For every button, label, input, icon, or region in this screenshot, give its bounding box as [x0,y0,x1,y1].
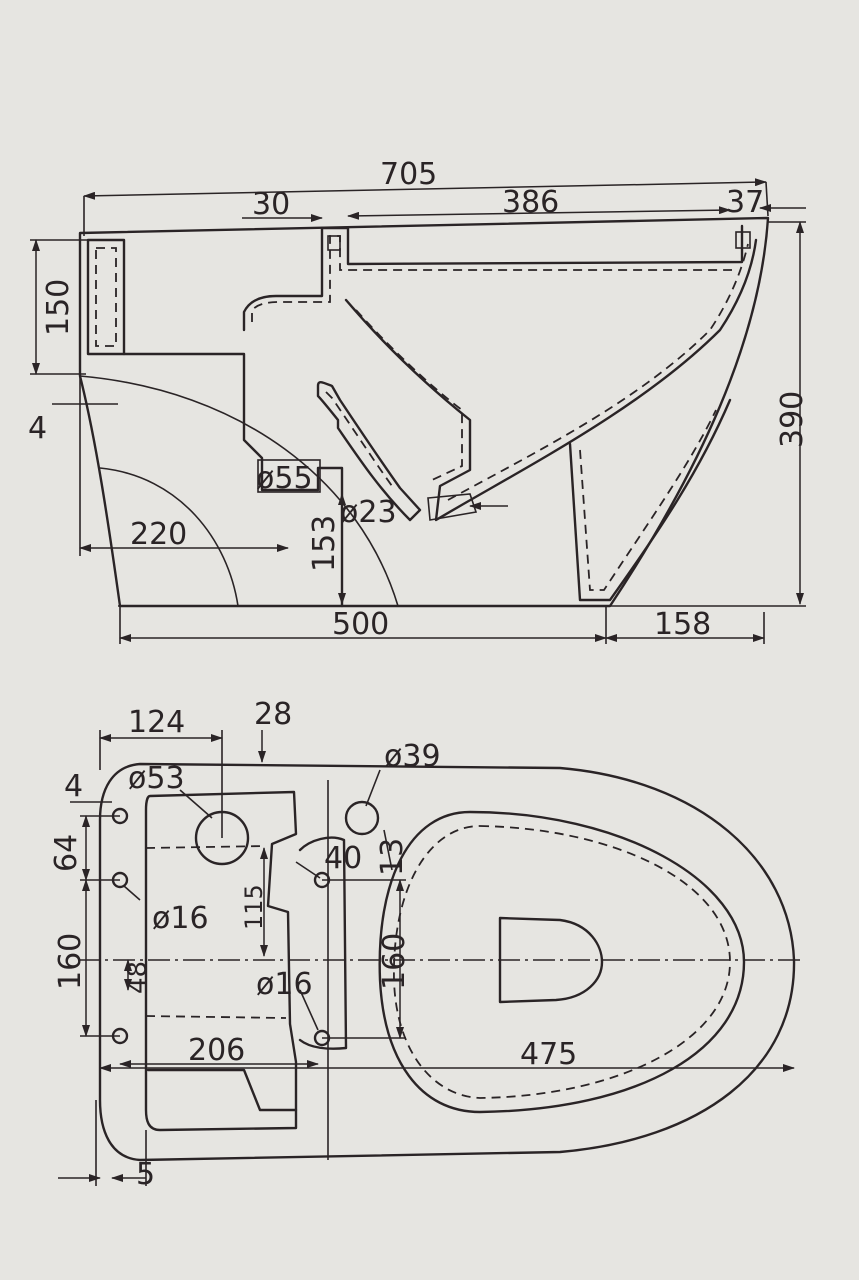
floor-arc-large [79,375,399,607]
front-support [568,398,732,602]
side-view-body-outline [78,216,770,608]
dim-outlet-height: 153 [307,515,342,572]
dim-height: 390 [775,391,810,448]
water-inlet-hole [344,800,380,836]
dim-inner-depth: 115 [240,884,268,930]
dim-hole-spacing-front: 160 [377,933,412,990]
dim-base-length: 500 [332,607,389,642]
dim-inlet-diameter: ø23 [340,495,397,530]
floor-arc-small [99,467,239,607]
drain-opening [498,916,604,1004]
dim-offset-40: 40 [324,841,362,876]
dim-gap: 4 [28,411,47,446]
dim-top-offset: 30 [252,187,290,222]
bowl-rim-dashed [393,825,731,1099]
dim-rim-offset: 37 [726,185,764,220]
bowl-curve [344,238,758,522]
dim-water-inlet-diameter: ø39 [384,739,441,774]
dim-wall-offset: 28 [254,697,292,732]
dim-center-offset: 48 [123,961,153,994]
tank-cavity [86,238,126,356]
bowl-outline [378,810,746,1114]
trapway-inner [242,224,744,332]
dim-bowl-top: 386 [502,185,559,220]
top-view: 124 28 ø39 4 ø53 64 ø16 115 40 13 160 48… [49,697,800,1192]
dim-bolt-hole-diameter-b: ø16 [256,967,313,1002]
dim-back-gap: 5 [136,1157,155,1192]
side-view: 705 30 386 37 150 4 390 ø55 ø23 153 220 … [28,157,810,644]
dim-bowl-length: 475 [520,1037,577,1072]
dim-flush-diameter: ø53 [128,761,185,796]
dim-front-overhang: 158 [654,607,711,642]
dim-offset-13: 13 [375,838,410,876]
top-view-body-outline [98,762,796,1162]
dim-bolt-hole-diameter-a: ø16 [152,901,209,936]
dim-tank-width: 124 [128,705,185,740]
dim-tank-height: 150 [41,279,76,336]
outlet-box [257,459,321,493]
dim-edge-gap: 4 [64,769,83,804]
dim-outlet-diameter: ø55 [256,461,313,496]
dim-hole-spacing-top: 64 [49,834,84,872]
trapway-wall [122,352,344,608]
dim-overall-length: 705 [380,157,437,192]
dim-outlet-distance: 220 [130,517,187,552]
dim-tank-depth: 206 [188,1033,245,1068]
dim-hole-spacing-side: 160 [53,933,88,990]
